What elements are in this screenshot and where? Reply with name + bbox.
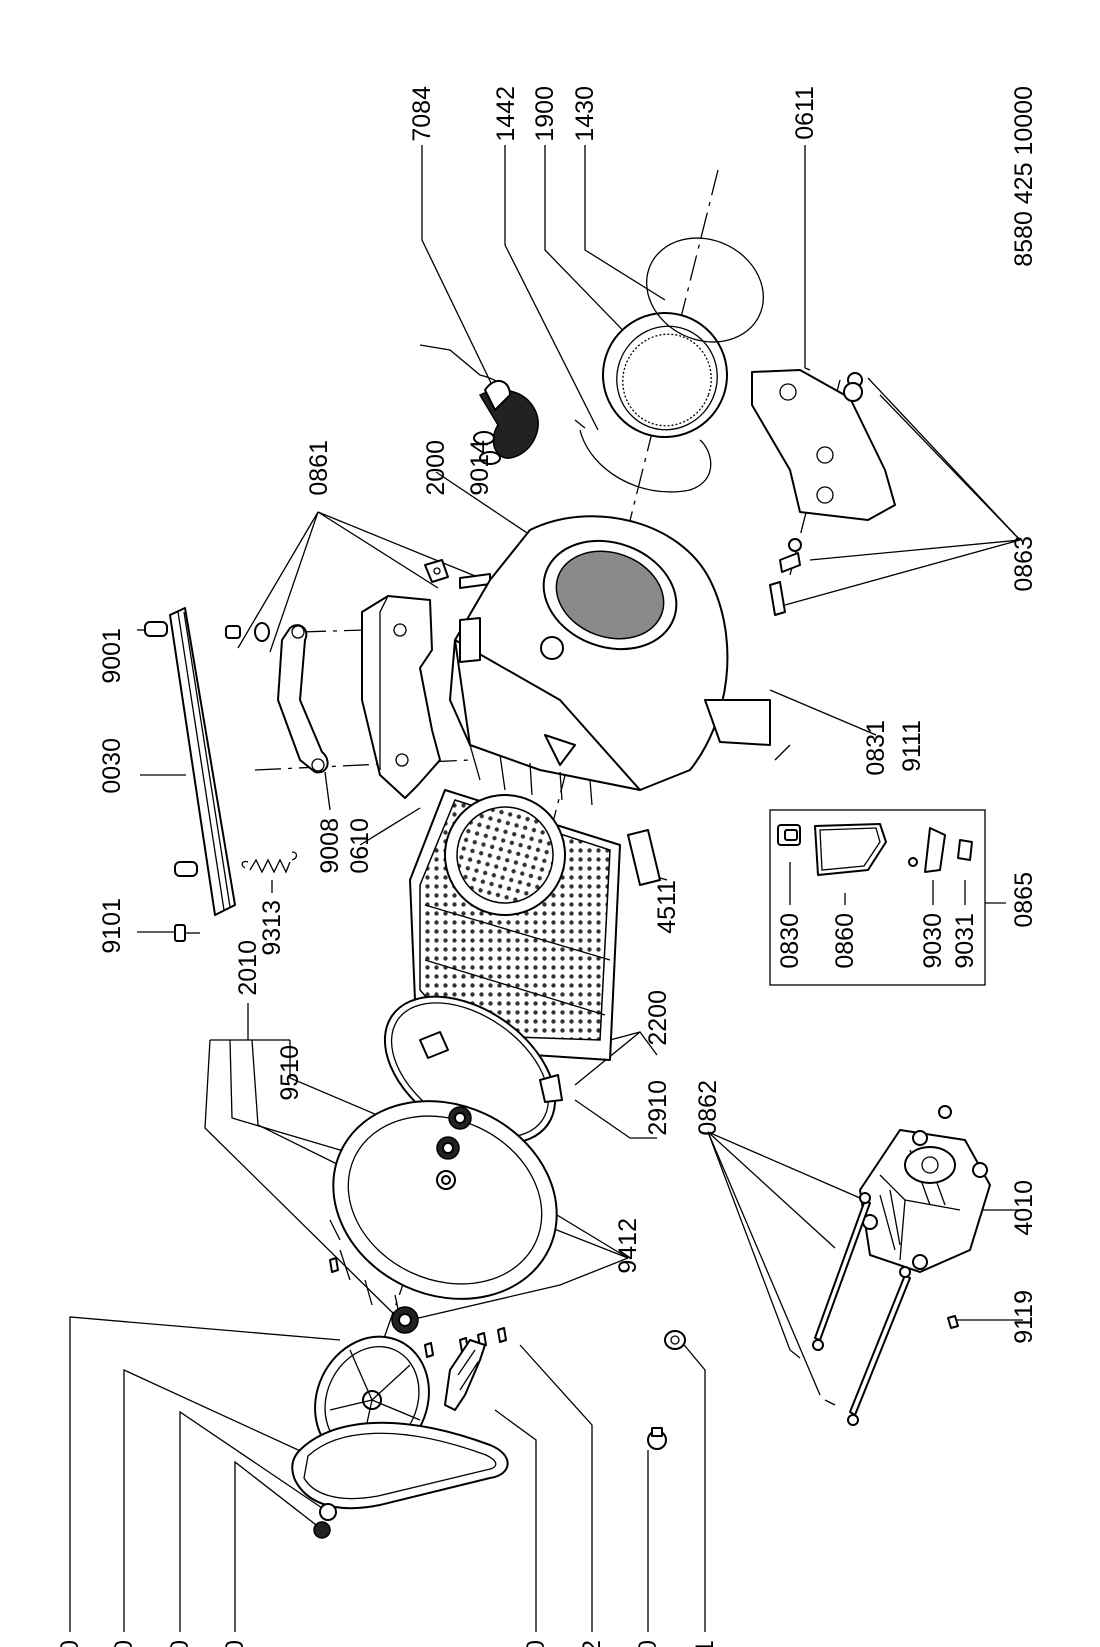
label-7084: 7084 (408, 86, 436, 142)
bracket-4511 (627, 829, 661, 886)
label-0611: 0611 (791, 86, 819, 140)
label-9008: 9008 (316, 818, 344, 874)
label-document-code: 8580 425 10000 (1010, 86, 1038, 267)
bearings-9412 (391, 1106, 472, 1334)
counterweight-0610 (361, 595, 441, 799)
label-9210: 9210 (166, 1640, 194, 1647)
front-counterweight-0611 (751, 369, 896, 521)
label-1430: 1430 (571, 86, 599, 142)
label-2200: 2200 (644, 990, 672, 1046)
label-0865: 0865 (1010, 872, 1038, 928)
label-2000: 2000 (422, 440, 450, 496)
outer-tub-2000 (449, 515, 771, 806)
hose-7084 (419, 344, 539, 459)
label-9014: 9014 (466, 440, 494, 496)
label-9412: 9412 (614, 1218, 642, 1274)
nuts-0863 (769, 372, 863, 616)
label-9111: 9111 (898, 720, 926, 772)
label-1900: 1900 (531, 86, 559, 142)
door-seal-1900 (574, 312, 728, 493)
label-2720: 2720 (56, 1640, 84, 1647)
fitting-5510 (647, 1427, 667, 1450)
label-0862: 0862 (694, 1080, 722, 1136)
label-0863: 0863 (1010, 536, 1038, 592)
motor-4010 (859, 1105, 991, 1273)
screw-9101 (174, 924, 200, 942)
bracket-9008 (277, 624, 329, 774)
belt-2710 (291, 1421, 509, 1510)
label-9031: 9031 (951, 913, 979, 969)
label-0610: 0610 (346, 818, 374, 874)
label-1442: 1442 (492, 86, 520, 142)
label-0030: 0030 (98, 738, 126, 794)
screw-9119 (947, 1315, 959, 1329)
label-4010: 4010 (1010, 1180, 1038, 1236)
label-0830: 0830 (776, 913, 804, 969)
label-9119: 9119 (1010, 1290, 1038, 1344)
label-9112: 9112 (578, 1640, 606, 1647)
label-2010: 2010 (234, 940, 262, 996)
bolts-0862 (789, 1192, 911, 1426)
label-9001: 9001 (98, 628, 126, 684)
kit-0865 (777, 823, 973, 876)
label-0861: 0861 (305, 440, 333, 496)
bracket-4510 (444, 1339, 486, 1411)
label-9140: 9140 (221, 1640, 249, 1647)
label-9521: 9521 (691, 1640, 719, 1647)
label-9313: 9313 (258, 900, 286, 956)
label-0860: 0860 (831, 913, 859, 969)
nut-9521 (664, 1330, 686, 1350)
clamp-ring-1430 (646, 237, 764, 343)
spring-9313 (241, 851, 298, 874)
top-rail-0030 (144, 607, 236, 916)
clamp-9014 (479, 451, 501, 465)
drum-2200 (409, 789, 621, 1061)
label-0831: 0831 (862, 720, 890, 776)
label-2910: 2910 (644, 1080, 672, 1136)
label-2710: 2710 (110, 1640, 138, 1647)
rear-tub-2010 (329, 1100, 558, 1319)
label-9510: 9510 (276, 1045, 304, 1101)
part-labels: 7084 1442 1900 1430 0611 8580 425 10000 … (56, 86, 1038, 1647)
label-9030: 9030 (919, 913, 947, 969)
label-9101: 9101 (98, 898, 126, 954)
label-5510: 5510 (634, 1640, 662, 1647)
label-4510: 4510 (522, 1640, 550, 1647)
label-4511: 4511 (653, 880, 681, 934)
nut-9210-9140 (313, 1503, 337, 1539)
